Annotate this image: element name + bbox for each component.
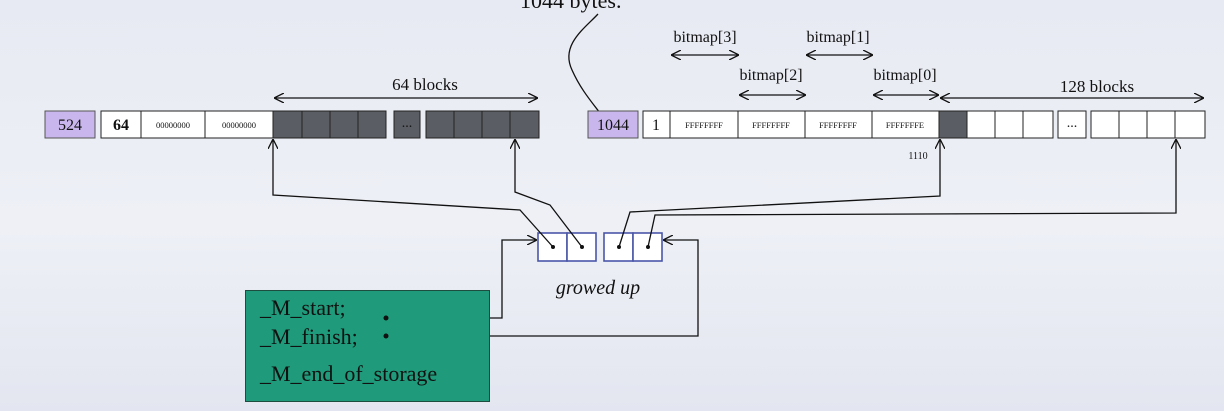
vector-label: growed up [556,277,640,299]
right-size-label: 1044 [597,117,629,134]
right-block-used [938,110,968,139]
right-bitmap-0: FFFFFFFE [886,120,924,130]
right-marker-label: 1110 [908,151,927,162]
pointer-right-end [647,140,1176,248]
right-bitmap-cell-2 [737,110,806,139]
left-block [453,110,483,139]
left-chunk: 524 64 00000000 00000000 ... 64 blocks [44,75,540,139]
caption-top: 1044 bytes. [520,0,621,13]
left-bitmap-2: 00000000 [222,120,256,130]
right-block [1174,110,1206,139]
member-end-of-storage: _M_end_of_storage [260,361,438,386]
right-block [1146,110,1176,139]
left-bitmap-cell-1 [140,110,206,139]
left-block [272,110,303,139]
bitmap-label-0: bitmap[0] [873,67,936,84]
right-count-label: 1 [652,117,660,134]
right-ellipsis: ... [1067,116,1078,131]
right-block [994,110,1024,139]
finish-pointer [385,240,699,337]
vector-cells: growed up [537,232,663,299]
right-bitmap-cell-1 [804,110,873,139]
bitmap-label-2: bitmap[2] [739,67,802,84]
right-bitmap-2: FFFFFFFF [752,120,790,130]
right-blocks-label: 128 blocks [1060,77,1134,96]
left-size-label: 524 [58,117,82,134]
left-block [329,110,359,139]
right-block [1090,110,1120,139]
left-block [301,110,331,139]
right-bitmap-1: FFFFFFFF [819,120,857,130]
pointer-left-end [515,140,583,248]
left-block [357,110,387,139]
pointer-left-begin [273,140,554,248]
right-bitmap-cell-0 [871,110,940,139]
pointer-right-begin [618,140,940,248]
left-block [509,110,540,139]
bitmap-label-1: bitmap[1] [806,29,869,46]
left-count-cell [100,110,142,139]
member-finish: _M_finish; [260,324,358,349]
bitmap-label-3: bitmap[3] [673,29,736,46]
right-block [966,110,996,139]
right-ellipsis-cell [1057,110,1087,139]
left-block [481,110,511,139]
caption-pointer-line [568,13,601,114]
left-blocks-label: 64 blocks [392,75,458,94]
right-block [1118,110,1148,139]
right-chunk: 1044 1 FFFFFFFF FFFFFFFF FFFFFFFF FFFFFF… [587,29,1206,162]
member-start: _M_start; [260,295,346,320]
right-bitmap-3: FFFFFFFF [685,120,723,130]
right-block [1022,110,1054,139]
left-bitmap-1: 00000000 [156,120,190,130]
left-block [425,110,455,139]
right-size-cell [587,110,639,139]
vector-members-box: _M_start; _M_finish; _M_end_of_storage [245,290,490,402]
left-size-cell [44,110,96,139]
left-ellipsis-cell [393,110,421,139]
left-count-label: 64 [113,117,129,134]
left-ellipsis: ... [402,116,413,131]
